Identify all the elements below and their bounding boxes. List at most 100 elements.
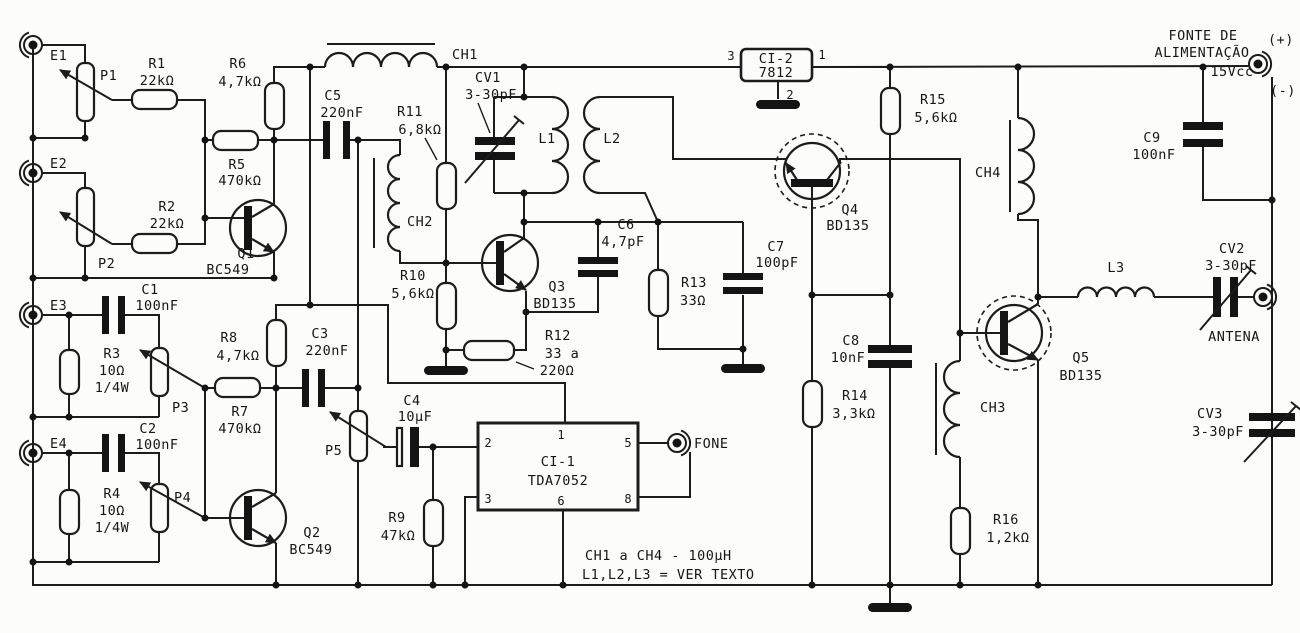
l2-label: L2 [603, 131, 620, 147]
c8-capacitor [868, 345, 912, 368]
p2-wiper-arrow [59, 211, 113, 245]
p1-pot [75, 61, 96, 123]
p1-label: P1 [100, 68, 117, 84]
ci2-pin1: 1 [818, 48, 825, 62]
q4-ref: Q4 [841, 202, 858, 218]
c6-ref: C6 [617, 217, 634, 233]
r8-value: 4,7kΩ [216, 348, 259, 364]
potentiometers [59, 61, 387, 534]
l3-winding [1076, 286, 1156, 298]
r15-ref: R15 [920, 92, 946, 108]
ci1-pin6: 6 [557, 494, 564, 508]
c3-ref: C3 [311, 326, 328, 342]
p3-wiper-arrow [139, 349, 206, 389]
r15-resistor [879, 86, 902, 136]
junction-dots [29, 63, 1276, 589]
l1-coil: L1 [538, 95, 570, 195]
q2-part: BC549 [289, 542, 332, 558]
ch3-choke: CH3 [935, 359, 1006, 459]
r7-value: 470kΩ [218, 421, 261, 437]
c9-value: 100nF [1132, 147, 1175, 163]
cv3-ref: CV3 [1197, 406, 1223, 422]
p5-label: P5 [325, 443, 342, 459]
r5-resistor [211, 129, 260, 152]
q3-transistor [480, 233, 540, 293]
c9-capacitor [1183, 122, 1223, 147]
p2-pot [75, 186, 96, 248]
q3-part: BD135 [533, 296, 576, 312]
cv1-trimmer [464, 115, 525, 184]
r16-value: 1,2kΩ [986, 530, 1029, 546]
fonte-minus: (-) [1270, 83, 1296, 99]
ci2-ref: CI-2 [759, 51, 794, 67]
r2-resistor [130, 232, 179, 255]
r14-resistor [801, 379, 824, 429]
ci1-ref: CI-1 [541, 454, 576, 470]
r5-ref: R5 [228, 157, 245, 173]
c5-capacitor [323, 121, 350, 159]
r8-ref: R8 [220, 330, 237, 346]
r3-ref: R3 [103, 346, 120, 362]
q5-part: BD135 [1059, 368, 1102, 384]
q5-ref: Q5 [1072, 350, 1089, 366]
q4-part: BD135 [826, 218, 869, 234]
p2-label: P2 [98, 256, 115, 272]
r10-ref: R10 [400, 268, 426, 284]
r10-resistor [435, 281, 458, 331]
c6-capacitor [578, 257, 618, 277]
r11-value: 6,8kΩ [398, 122, 441, 138]
p4-wiper-arrow [139, 481, 206, 519]
c7-capacitor [723, 273, 763, 294]
fone-label: FONE [694, 436, 729, 452]
ch3-label: CH3 [980, 400, 1006, 416]
r8-resistor [265, 318, 288, 368]
leader-lines [424, 102, 535, 370]
note-coils: L1,L2,L3 = VER TEXTO [582, 567, 755, 583]
ci1-pin1: 1 [557, 428, 564, 442]
r16-resistor [949, 506, 972, 556]
ch4-choke: CH4 [975, 116, 1036, 216]
q1-ref: Q1 [237, 246, 254, 262]
ch4-label: CH4 [975, 165, 1001, 181]
resistors [58, 81, 972, 556]
e3-jack [18, 301, 43, 329]
c3-capacitor [302, 369, 325, 407]
c4-ref: C4 [403, 393, 420, 409]
note-chokes: CH1 a CH4 - 100µH [585, 548, 732, 564]
l3-coil: L3 [1076, 260, 1156, 298]
p3-pot [149, 346, 170, 398]
ci1-part: TDA7052 [528, 473, 588, 489]
p1-wiper-arrow [59, 69, 113, 101]
r4-ref: R4 [103, 486, 120, 502]
r12-ref: R12 [545, 328, 571, 344]
q1-part: BC549 [206, 262, 249, 278]
c7-ref: C7 [767, 239, 784, 255]
e1-jack [18, 31, 43, 59]
r16-ref: R16 [993, 512, 1019, 528]
ground-r10 [424, 366, 468, 375]
r12-resistor [462, 339, 516, 362]
cv3-value: 3-30pF [1192, 424, 1244, 440]
r6-resistor [263, 81, 286, 131]
p5-wiper-arrow [329, 411, 387, 448]
cv2-ref: CV2 [1219, 241, 1245, 257]
q2-transistor [228, 488, 288, 548]
l1-label: L1 [538, 131, 555, 147]
c3-value: 220nF [305, 343, 348, 359]
c7-value: 100pF [755, 255, 798, 271]
ci1-ic: CI-1 TDA7052 1 2 5 3 6 8 [476, 421, 640, 512]
r6-value: 4,7kΩ [218, 74, 261, 90]
ground-symbols [424, 100, 912, 612]
c2-value: 100nF [135, 437, 178, 453]
r12-value2: 220Ω [540, 363, 575, 379]
ci1-pin5: 5 [624, 436, 631, 450]
ch1-label: CH1 [452, 47, 478, 63]
e2-label: E2 [50, 156, 67, 172]
r6-ref: R6 [229, 56, 246, 72]
r1-ref: R1 [148, 56, 165, 72]
c1-value: 100nF [135, 298, 178, 314]
r13-ref: R13 [681, 275, 707, 291]
q4-transistor [774, 133, 850, 209]
ci1-pin2: 2 [484, 436, 491, 450]
ch2-label: CH2 [407, 214, 433, 230]
